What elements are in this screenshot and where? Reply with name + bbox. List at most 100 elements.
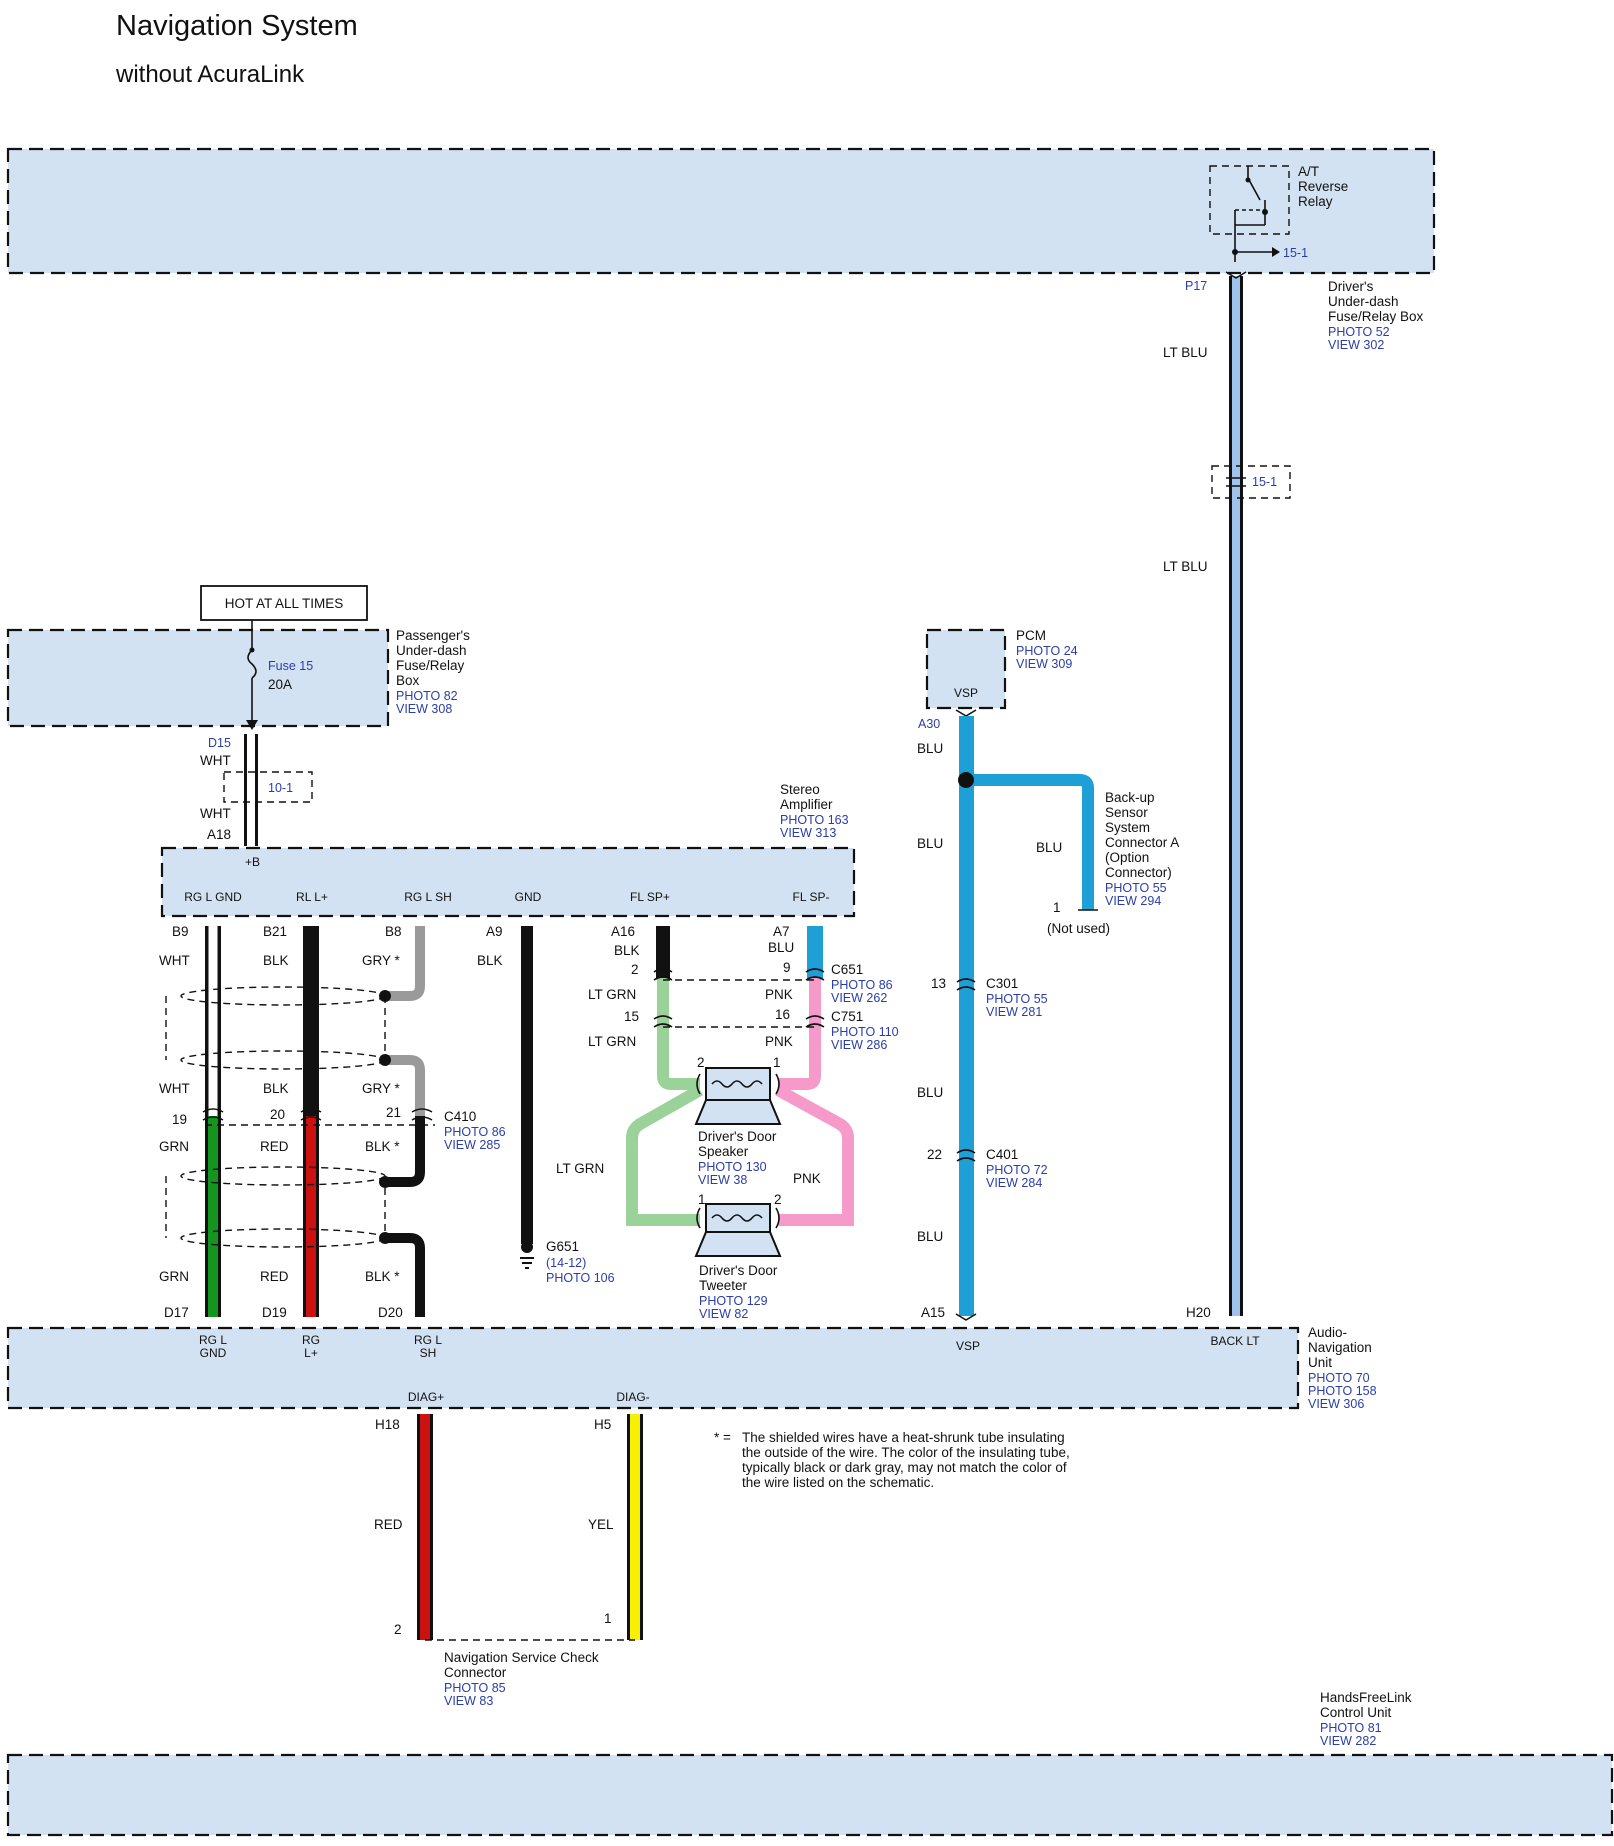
g651-photo[interactable]: PHOTO 106 <box>546 1271 615 1285</box>
speaker-view[interactable]: VIEW 38 <box>698 1173 747 1187</box>
nav-check-view[interactable]: VIEW 83 <box>444 1694 493 1708</box>
drivers-fuse-box <box>6 147 1436 275</box>
nav-pin-vsp: VSP <box>956 1339 980 1353</box>
c751-view[interactable]: VIEW 286 <box>831 1038 887 1052</box>
c651-photo[interactable]: PHOTO 86 <box>831 978 893 992</box>
g651-sub[interactable]: (14-12) <box>546 1256 586 1270</box>
c651-view[interactable]: VIEW 262 <box>831 991 887 1005</box>
wire-label-blu-2: BLU <box>917 1085 943 1100</box>
nav-check-photo[interactable]: PHOTO 85 <box>444 1681 506 1695</box>
backup-photo[interactable]: PHOTO 55 <box>1105 881 1167 895</box>
backup-not-used: (Not used) <box>1047 921 1110 936</box>
connector-c651 <box>653 968 825 981</box>
c410-view[interactable]: VIEW 285 <box>444 1138 500 1152</box>
nav-unit-photo-2[interactable]: PHOTO 158 <box>1308 1384 1377 1398</box>
pin-d17: D17 <box>164 1305 189 1320</box>
amp-view[interactable]: VIEW 313 <box>780 826 836 840</box>
c301-view[interactable]: VIEW 281 <box>986 1005 1042 1019</box>
c751-name: C751 <box>831 1009 863 1024</box>
stereo-amplifier <box>160 846 856 918</box>
wire-label-lt-grn-1: LT GRN <box>588 987 636 1002</box>
pin-d15: D15 <box>208 736 231 750</box>
backup-label-5: (Option <box>1105 850 1149 865</box>
nav-pin-rgl-sh-2: SH <box>420 1346 437 1360</box>
wire-label-blk-fl: BLK <box>614 943 640 958</box>
connector-c410 <box>202 1108 435 1126</box>
wire-label-grn-1: GRN <box>159 1139 189 1154</box>
wire-label-pnk-3: PNK <box>793 1171 821 1186</box>
passenger-box-view[interactable]: VIEW 308 <box>396 702 452 716</box>
c410-name: C410 <box>444 1109 476 1124</box>
backup-label-2: Sensor <box>1105 805 1148 820</box>
wire-label-wht-3: WHT <box>159 953 190 968</box>
driver-box-label-1: Driver's <box>1328 279 1374 294</box>
passenger-box-photo[interactable]: PHOTO 82 <box>396 689 458 703</box>
pin-backup-1: 1 <box>1053 900 1061 915</box>
pin-b8: B8 <box>385 924 402 939</box>
wire-diag-plus <box>417 1414 433 1640</box>
pcm-name: PCM <box>1016 628 1046 643</box>
nav-unit-view[interactable]: VIEW 306 <box>1308 1397 1364 1411</box>
c651-name: C651 <box>831 962 863 977</box>
driver-box-photo[interactable]: PHOTO 52 <box>1328 325 1390 339</box>
break-ref-10-1[interactable]: 10-1 <box>268 781 293 795</box>
c401-photo[interactable]: PHOTO 72 <box>986 1163 1048 1177</box>
pcm-view[interactable]: VIEW 309 <box>1016 657 1072 671</box>
pin-20: 20 <box>270 1107 285 1122</box>
wire-fl-sp-plus <box>626 926 703 1226</box>
c410-photo[interactable]: PHOTO 86 <box>444 1125 506 1139</box>
nav-unit-label-1: Audio- <box>1308 1325 1347 1340</box>
driver-box-label-2: Under-dash <box>1328 294 1399 309</box>
c301-photo[interactable]: PHOTO 55 <box>986 992 1048 1006</box>
pin-tweeter-1: 1 <box>698 1192 706 1207</box>
pin-h18: H18 <box>375 1417 400 1432</box>
pcm-photo[interactable]: PHOTO 24 <box>1016 644 1078 658</box>
tweeter-label-1: Driver's Door <box>699 1263 778 1278</box>
c301-name: C301 <box>986 976 1018 991</box>
speaker-photo[interactable]: PHOTO 130 <box>698 1160 767 1174</box>
wire-rg-lplus <box>303 926 319 1317</box>
backup-label-3: System <box>1105 820 1150 835</box>
amp-photo[interactable]: PHOTO 163 <box>780 813 849 827</box>
tweeter-label-2: Tweeter <box>699 1278 748 1293</box>
amp-label-2: Amplifier <box>780 797 833 812</box>
relay-label-1: A/T <box>1298 164 1319 179</box>
nav-check-label-1: Navigation Service Check <box>444 1650 599 1665</box>
pin-d20: D20 <box>378 1305 403 1320</box>
backup-view[interactable]: VIEW 294 <box>1105 894 1161 908</box>
wire-label-wht-2: WHT <box>200 806 231 821</box>
c401-view[interactable]: VIEW 284 <box>986 1176 1042 1190</box>
hfl-photo[interactable]: PHOTO 81 <box>1320 1721 1382 1735</box>
pin-h20: H20 <box>1186 1305 1211 1320</box>
wire-vsp <box>955 709 1098 1321</box>
wire-label-gry-2: GRY * <box>362 1081 401 1096</box>
passengers-fuse-box <box>6 628 390 728</box>
hot-at-all-times-label: HOT AT ALL TIMES <box>225 596 344 611</box>
hfl-view[interactable]: VIEW 282 <box>1320 1734 1376 1748</box>
nav-pin-diag-plus: DIAG+ <box>408 1390 444 1404</box>
wire-label-lt-blu-2: LT BLU <box>1163 559 1208 574</box>
pcm-box <box>925 628 1007 710</box>
wire-label-blk-star-2: BLK * <box>365 1269 400 1284</box>
wire-label-grn-2: GRN <box>159 1269 189 1284</box>
amp-pin-fl-sp-plus: FL SP+ <box>630 890 670 904</box>
wire-label-pnk-2: PNK <box>765 1034 793 1049</box>
nav-unit-photo-1[interactable]: PHOTO 70 <box>1308 1371 1370 1385</box>
fuse-15 <box>246 620 258 730</box>
tweeter-photo[interactable]: PHOTO 129 <box>699 1294 768 1308</box>
wire-rg-l-gnd <box>205 926 221 1317</box>
pin-c651-2: 2 <box>631 962 639 977</box>
driver-box-view[interactable]: VIEW 302 <box>1328 338 1384 352</box>
relay-ref[interactable]: 15-1 <box>1283 246 1308 260</box>
tweeter-view[interactable]: VIEW 82 <box>699 1307 748 1321</box>
wire-label-red-2: RED <box>260 1269 289 1284</box>
c751-photo[interactable]: PHOTO 110 <box>831 1025 899 1039</box>
handsfreelink-control-unit <box>6 1753 1614 1837</box>
wire-label-yel-diag: YEL <box>588 1517 614 1532</box>
pin-tweeter-2: 2 <box>774 1192 782 1207</box>
break-ref-15-1[interactable]: 15-1 <box>1252 475 1277 489</box>
fuse-name[interactable]: Fuse 15 <box>268 659 313 673</box>
pin-speaker-1: 1 <box>773 1055 781 1070</box>
amp-pin-b: +B <box>245 855 260 869</box>
